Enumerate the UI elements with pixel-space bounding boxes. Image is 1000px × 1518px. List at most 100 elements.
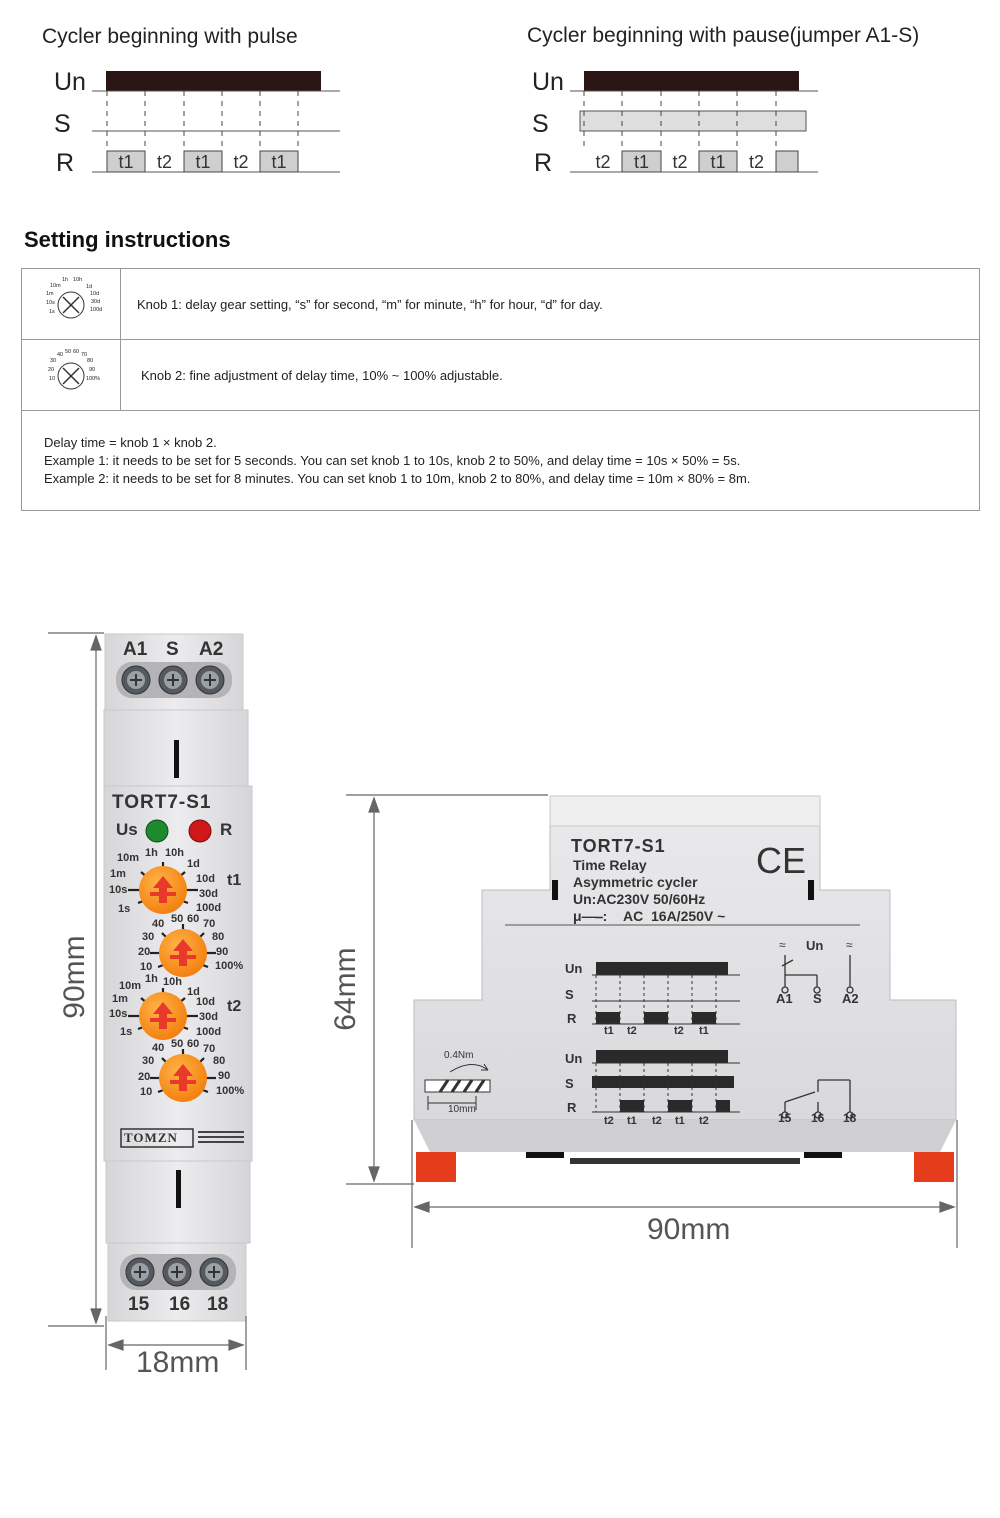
- scale-label: 40: [152, 918, 165, 930]
- scale-label: 30: [142, 1055, 155, 1067]
- knob1-label: 1s: [49, 309, 55, 315]
- pause-diagram-title: Cycler beginning with pause(jumper A1-S): [527, 24, 920, 47]
- side-timing-diagram-1: [592, 962, 740, 1025]
- knob1-label: 10h: [73, 277, 82, 283]
- pause-seg-label: t2: [595, 152, 611, 172]
- led-us-label: Us: [116, 820, 138, 839]
- terminal-screw-icon: [125, 1257, 155, 1287]
- scale-label: 10: [140, 1086, 153, 1098]
- knob-t1-fine-icon[interactable]: [150, 924, 216, 977]
- scale-label: 40: [152, 1042, 165, 1054]
- side-dimension-width-label: 90mm: [647, 1213, 731, 1246]
- side-diag2-time: t2: [652, 1115, 662, 1127]
- knob2-label: 20: [48, 367, 54, 373]
- scale-label: 10h: [163, 976, 182, 988]
- side-diag2-r: R: [567, 1100, 577, 1115]
- wiring-approx-left: ≈: [779, 938, 786, 952]
- scale-label: 50: [171, 913, 184, 925]
- wiring-un-label: Un: [806, 938, 824, 953]
- wiring-s-label: S: [813, 991, 822, 1006]
- knob2-label: 10: [49, 376, 55, 382]
- scale-label: 1d: [187, 986, 200, 998]
- knob1-dial-icon: 10m 1h 10h 1d 1m 10d 10s 30d 1s 100d: [46, 277, 102, 318]
- scale-label: 10d: [196, 996, 215, 1008]
- knob2-label: 70: [81, 352, 87, 358]
- terminal-label-a2: A2: [199, 639, 224, 660]
- wiring-15-label: 15: [778, 1111, 792, 1125]
- knob2-dial-icon: 40 50 60 70 30 80 20 90 10 100%: [48, 349, 100, 389]
- scale-label: 100d: [196, 1026, 222, 1038]
- knob-t2-fine-icon[interactable]: [150, 1049, 216, 1102]
- scale-label: 30: [142, 931, 155, 943]
- scale-label: 1d: [187, 858, 200, 870]
- scale-label: 10m: [119, 980, 142, 992]
- t2-label: t2: [227, 998, 242, 1015]
- pulse-seg-label: t1: [118, 152, 134, 172]
- knob1-label: 100d: [90, 307, 102, 313]
- led-green-icon: [145, 819, 169, 843]
- pause-r-segment-4: [698, 150, 738, 173]
- pause-un-bar: [584, 71, 799, 91]
- side-mode-label: Asymmetric cycler: [573, 874, 698, 890]
- knob2-label: 90: [89, 367, 95, 373]
- scale-label: 100%: [216, 1085, 245, 1097]
- scale-label: 70: [203, 1043, 216, 1055]
- scale-label: 50: [171, 1038, 184, 1050]
- wiring-approx-right: ≈: [846, 938, 853, 952]
- side-diag1-un: Un: [565, 961, 583, 976]
- setting-heading: Setting instructions: [24, 227, 231, 252]
- pause-signal-un: Un: [532, 68, 564, 96]
- side-contact-label: AC 16A/250V ~: [623, 908, 726, 924]
- knob1-label: 10s: [46, 300, 55, 306]
- side-diag1-time: t2: [674, 1025, 684, 1037]
- pulse-signal-r: R: [56, 149, 75, 177]
- side-view-drawing: [346, 794, 958, 1248]
- front-model-label: TORT7-S1: [112, 792, 212, 813]
- knob2-description: Knob 2: fine adjustment of delay time, 1…: [120, 339, 980, 411]
- led-r-label: R: [220, 820, 233, 839]
- pause-seg-label: t2: [748, 152, 764, 172]
- scale-label: 60: [187, 1038, 200, 1050]
- scale-label: 90: [216, 946, 229, 958]
- terminal-screw-icon: [162, 1257, 192, 1287]
- delay-formula-block: Delay time = knob 1 × knob 2. Example 1:…: [21, 410, 980, 511]
- wiring-symbol-icon: [781, 955, 854, 1119]
- dimension-height-label: 90mm: [58, 935, 91, 1019]
- pulse-seg-label: t1: [271, 152, 287, 172]
- terminal-screw-icon: [195, 665, 225, 695]
- side-diag2-time: t2: [699, 1115, 709, 1127]
- knob2-label: 50: [65, 349, 71, 355]
- scale-label: 30d: [199, 888, 218, 900]
- scale-label: 10: [140, 961, 153, 973]
- side-contact-symbol: μ—⎯:: [573, 908, 608, 924]
- timing-diagram-graphics: [92, 71, 818, 173]
- side-diag1-time: t2: [627, 1025, 637, 1037]
- formula-line: Delay time = knob 1 × knob 2.: [44, 434, 217, 450]
- side-diag2-time: t2: [604, 1115, 614, 1127]
- scale-label: 10m: [117, 852, 140, 864]
- knob2-label: 60: [73, 349, 79, 355]
- pause-seg-label: t1: [633, 152, 649, 172]
- pulse-seg-label: t1: [195, 152, 211, 172]
- dimension-width-label: 18mm: [136, 1346, 220, 1379]
- terminal-label-15: 15: [128, 1294, 150, 1315]
- side-type-label: Time Relay: [573, 857, 647, 873]
- knob1-label: 1h: [62, 277, 68, 283]
- scale-label: 20: [138, 946, 151, 958]
- scale-label: 1s: [120, 1026, 133, 1038]
- pulse-seg-label: t2: [156, 152, 172, 172]
- scale-label: 100%: [215, 960, 244, 972]
- side-diag2-un: Un: [565, 1051, 583, 1066]
- scale-label: 1m: [112, 993, 128, 1005]
- scale-label: 1h: [145, 973, 158, 985]
- example-line: Example 1: it needs to be set for 5 seco…: [44, 452, 741, 468]
- knob-t1-range-icon[interactable]: [128, 862, 198, 914]
- knob2-icon-cell: 40 50 60 70 30 80 20 90 10 100%: [21, 339, 121, 411]
- terminal-label-s: S: [166, 639, 179, 660]
- knob-t2-range-icon[interactable]: [128, 988, 198, 1040]
- side-diag2-s: S: [565, 1076, 574, 1091]
- wire-strip-icon: [424, 1063, 491, 1110]
- pause-seg-label: t2: [672, 152, 688, 172]
- knob2-label: 100%: [86, 376, 100, 382]
- terminal-screw-icon: [199, 1257, 229, 1287]
